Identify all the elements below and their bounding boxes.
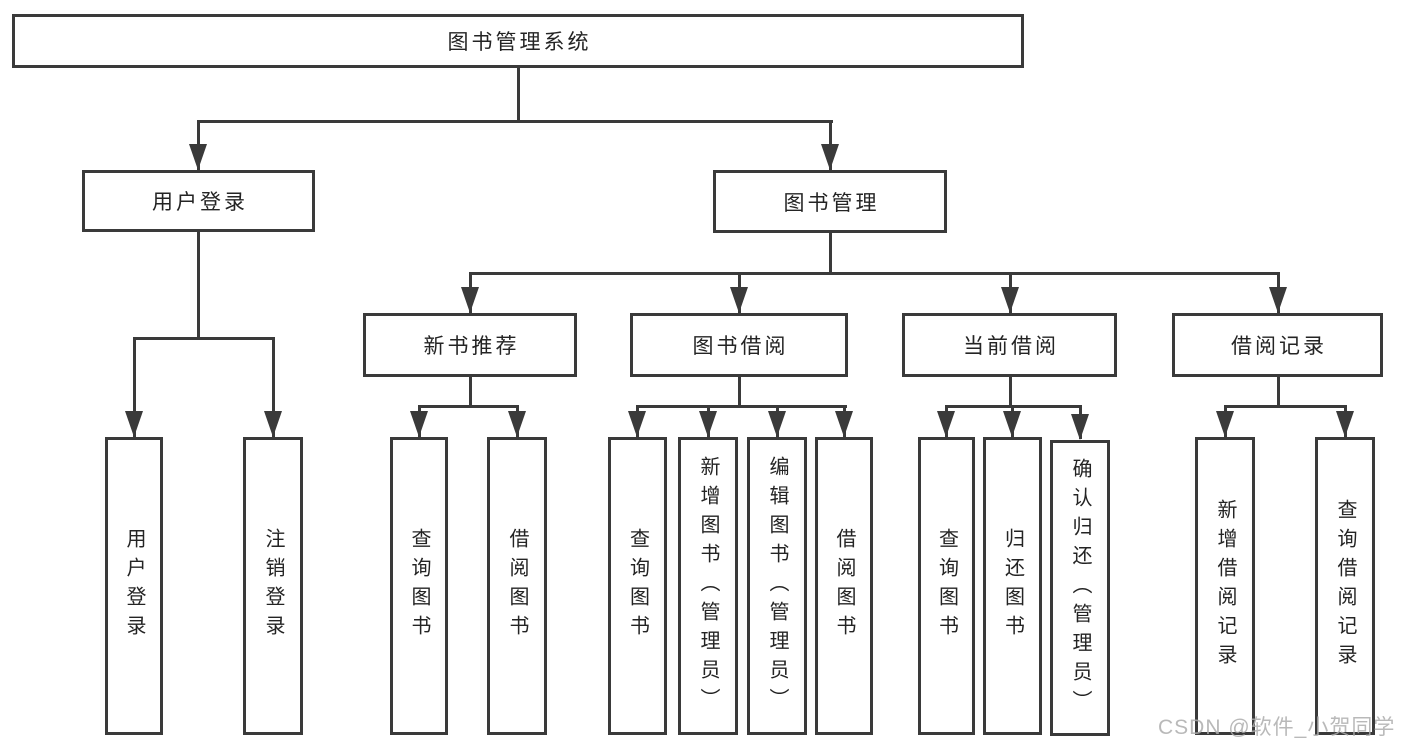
leaf-borrow-query-books: 查询图书 xyxy=(608,437,667,735)
leaf-records-query-record: 查询借阅记录 xyxy=(1315,437,1375,735)
arrowhead-down-icon xyxy=(1003,411,1021,437)
connector-line xyxy=(133,337,136,437)
connector-line xyxy=(1009,377,1012,405)
arrowhead-down-icon xyxy=(410,411,428,437)
connector-line xyxy=(636,405,847,408)
node-book-management: 图书管理 xyxy=(713,170,947,233)
connector-line xyxy=(133,337,275,340)
leaf-logout: 注销登录 xyxy=(243,437,303,735)
leaf-records-add-record: 新增借阅记录 xyxy=(1195,437,1255,735)
arrowhead-down-icon xyxy=(125,411,143,437)
leaf-borrow-edit-books-admin: 编辑图书（管理员） xyxy=(747,437,807,735)
connector-line xyxy=(197,232,200,337)
leaf-borrow-add-books-admin: 新增图书（管理员） xyxy=(678,437,738,735)
leaf-borrow-borrow-books: 借阅图书 xyxy=(815,437,873,735)
leaf-recommend-borrow-books: 借阅图书 xyxy=(487,437,547,735)
node-current-borrow: 当前借阅 xyxy=(902,313,1117,377)
arrowhead-down-icon xyxy=(628,411,646,437)
node-new-book-recommend: 新书推荐 xyxy=(363,313,577,377)
leaf-user-login: 用户登录 xyxy=(105,437,163,735)
watermark: CSDN @软件_小贺同学 xyxy=(1158,716,1396,739)
arrowhead-down-icon xyxy=(937,411,955,437)
arrowhead-down-icon xyxy=(1071,414,1089,440)
node-book-borrow: 图书借阅 xyxy=(630,313,848,377)
connector-line xyxy=(418,405,519,408)
arrowhead-down-icon xyxy=(821,144,839,170)
connector-line xyxy=(1277,377,1280,405)
node-library-management-system: 图书管理系统 xyxy=(12,14,1024,68)
leaf-recommend-query-books: 查询图书 xyxy=(390,437,448,735)
connector-line xyxy=(829,233,832,272)
leaf-current-query-books: 查询图书 xyxy=(918,437,975,735)
arrowhead-down-icon xyxy=(835,411,853,437)
arrowhead-down-icon xyxy=(768,411,786,437)
arrowhead-down-icon xyxy=(1216,411,1234,437)
arrowhead-down-icon xyxy=(508,411,526,437)
arrowhead-down-icon xyxy=(730,287,748,313)
leaf-current-confirm-return-admin: 确认归还（管理员） xyxy=(1050,440,1110,736)
connector-line xyxy=(272,337,275,437)
node-borrow-records: 借阅记录 xyxy=(1172,313,1383,377)
connector-line xyxy=(738,377,741,405)
connector-line xyxy=(469,377,472,405)
connector-line xyxy=(517,68,520,120)
arrowhead-down-icon xyxy=(264,411,282,437)
arrowhead-down-icon xyxy=(1336,411,1354,437)
arrowhead-down-icon xyxy=(699,411,717,437)
leaf-current-return-books: 归还图书 xyxy=(983,437,1042,735)
connector-line xyxy=(1224,405,1347,408)
arrowhead-down-icon xyxy=(189,144,207,170)
arrowhead-down-icon xyxy=(1001,287,1019,313)
node-user-login: 用户登录 xyxy=(82,170,315,232)
arrowhead-down-icon xyxy=(1269,287,1287,313)
arrowhead-down-icon xyxy=(461,287,479,313)
connector-line xyxy=(469,272,1280,275)
connector-line xyxy=(197,120,833,123)
